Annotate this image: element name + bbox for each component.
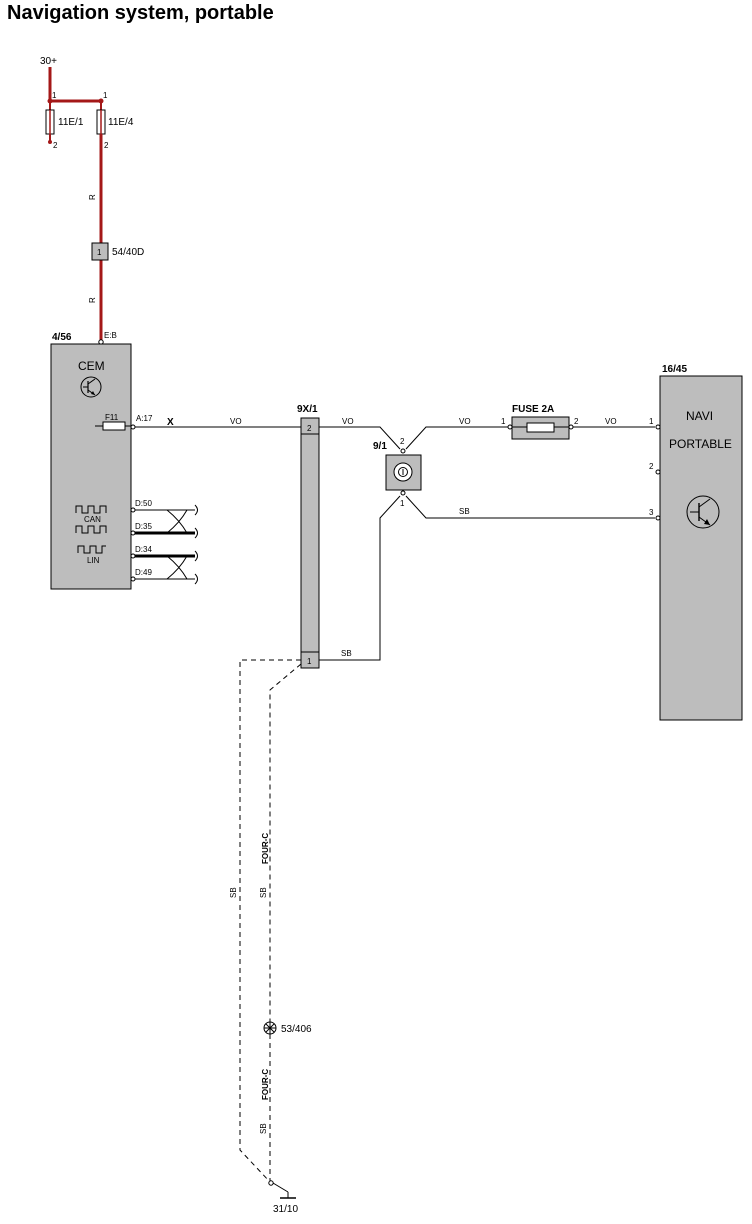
connector-body [300,417,320,669]
fuse-2a: FUSE 2A 1 2 [501,404,579,440]
fuse-11e4: 1 11E/4 2 [96,91,134,150]
twist-icon [166,555,188,580]
fuse-11e1: 1 11E/1 2 [45,91,84,150]
splice-icon [263,1021,277,1035]
twist-icon [166,509,188,534]
bus-pin-label: D:49 [135,568,152,577]
component-pin-label: 1 [400,499,405,508]
connector-pin-label: 1 [307,657,312,666]
terminal-dot [268,1180,274,1186]
supply-label: 30+ [40,56,57,67]
cem-module: 4/56 CEM F11 CAN LIN [50,332,132,590]
bus-pin-label: D:50 [135,499,152,508]
fuse-label: 11E/1 [58,117,84,128]
cem-name: CEM [78,359,105,373]
fuse-pin-label: 1 [52,91,57,100]
fuse-pin-label: 1 [103,91,108,100]
cem-fuse-f11 [102,421,126,431]
fuse-pin-label: 2 [53,141,58,150]
wire-relay-to-navi-sb: SB [405,495,655,519]
wire-color-label: SB [459,507,470,516]
navi-pin-label: 2 [649,462,654,471]
connector-pin-label: 2 [307,424,312,433]
wire-color-label: SB [259,1123,268,1134]
power-supply-group: 30+ [40,56,104,110]
fuse-pin-label: 2 [574,417,579,426]
transistor-icon [80,376,102,398]
cem-bus-pins: D:50 D:35 D:34 D:49 [130,499,198,585]
fuse-pin-label: 1 [501,417,506,426]
navi-pin-label: 3 [649,508,654,517]
ground-harness: SB SB SB FOUR-C FOUR-C 53/406 31/10 [229,659,312,1215]
wire-9x1-to-relay: VO [319,417,401,450]
lin-bus-icon [77,545,106,554]
wire-relay-to-9x1-sb: SB [319,495,401,661]
navi-name: NAVI [686,409,713,423]
wire-color-label: VO [230,417,242,426]
cem-box [50,343,132,590]
fuse-label: 11E/4 [108,117,134,128]
red-feed-wire: R R 1 54/40D E:B [88,134,144,345]
wire-color-label: VO [342,417,354,426]
cem-ref: 4/56 [52,332,72,343]
wire-break-icon [194,504,198,585]
splice-label: 53/406 [281,1024,312,1035]
wire-color-label: SB [229,887,238,898]
wire-segment [272,1182,289,1193]
signal-label: X [167,417,174,428]
transistor-icon [686,495,720,529]
component-pin-label: 2 [400,437,405,446]
fuse-2a-label: FUSE 2A [512,404,554,415]
fuse-element [526,422,555,433]
wire-color-label: VO [605,417,617,426]
lin-label: LIN [87,556,100,565]
dashed-wire [239,659,301,1183]
wire-color-label: R [88,194,97,200]
navi-box [659,375,743,721]
wire-cem-to-9x1: A:17 X VO [130,414,301,430]
navi-module: 16/45 NAVI PORTABLE 1 2 3 [649,364,743,721]
connector-54-40d [91,242,109,261]
wire-color-label: SB [259,887,268,898]
connector-ref: 9X/1 [297,404,318,415]
harness-label: FOUR-C [261,833,270,864]
bus-pin-label: D:35 [135,522,152,531]
ground-label: 31/10 [273,1204,298,1215]
dashed-wire [269,663,302,1022]
cem-pin-label: E:B [104,331,117,340]
component-ref: 9/1 [373,441,387,452]
harness-label: FOUR-C [261,1069,270,1100]
wire-color-label: VO [459,417,471,426]
can-bus-icon [75,505,107,534]
connector-pin-label: 1 [97,248,102,257]
connector-label: 54/40D [112,247,144,258]
ground-icon [280,1192,296,1199]
component-9-1: 9/1 2 1 [373,437,422,508]
cem-fuse-label: F11 [105,413,119,422]
socket-icon [393,462,413,482]
navi-pin-label: 1 [649,417,654,426]
wire-color-label: R [88,297,97,303]
wire-relay-to-fuse: VO [405,417,510,450]
cem-pin-label: A:17 [136,414,153,423]
bus-pin-label: D:34 [135,545,152,554]
page-title: Navigation system, portable [7,2,274,24]
can-label: CAN [84,515,101,524]
terminal-dot [48,140,52,144]
navi-name-2: PORTABLE [669,437,732,451]
wire-fuse-to-navi: VO [573,417,655,428]
fuse-pin-label: 2 [104,141,109,150]
wire-color-label: SB [341,649,352,658]
connector-9x1: 9X/1 2 1 [297,404,320,669]
navi-ref: 16/45 [662,364,687,375]
